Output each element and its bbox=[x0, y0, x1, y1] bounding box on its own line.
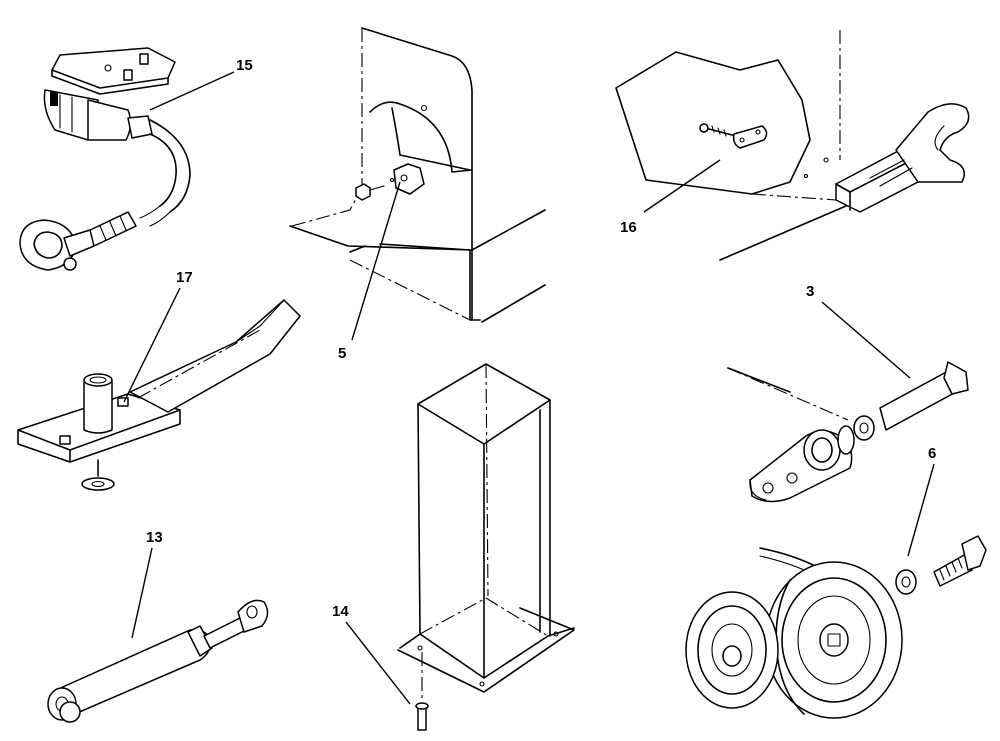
callout-14: 14 bbox=[332, 603, 349, 620]
part-17-blade-bracket bbox=[17, 299, 301, 491]
leader-14 bbox=[345, 621, 411, 705]
leader-6 bbox=[907, 463, 935, 557]
part-3-bolt-arm bbox=[727, 361, 969, 503]
part-5-frame-plate bbox=[289, 27, 546, 323]
part-14-channel-rivet bbox=[397, 363, 575, 731]
leader-3 bbox=[821, 301, 911, 379]
part-15-switch-cable bbox=[19, 47, 191, 271]
callout-13: 13 bbox=[146, 529, 163, 546]
callout-3: 3 bbox=[806, 283, 814, 300]
callout-6: 6 bbox=[928, 445, 936, 462]
part-6-pulleys bbox=[685, 535, 987, 719]
callout-17: 17 bbox=[176, 269, 193, 286]
leader-17 bbox=[123, 287, 181, 403]
part-16-latch bbox=[615, 30, 970, 261]
part-13-gas-spring bbox=[47, 599, 269, 723]
leader-13 bbox=[131, 547, 153, 639]
leader-15 bbox=[149, 71, 235, 111]
callout-16: 16 bbox=[620, 219, 637, 236]
leader-16 bbox=[643, 159, 721, 213]
callout-15: 15 bbox=[236, 57, 253, 74]
callout-5: 5 bbox=[338, 345, 346, 362]
leader-5 bbox=[351, 181, 401, 341]
